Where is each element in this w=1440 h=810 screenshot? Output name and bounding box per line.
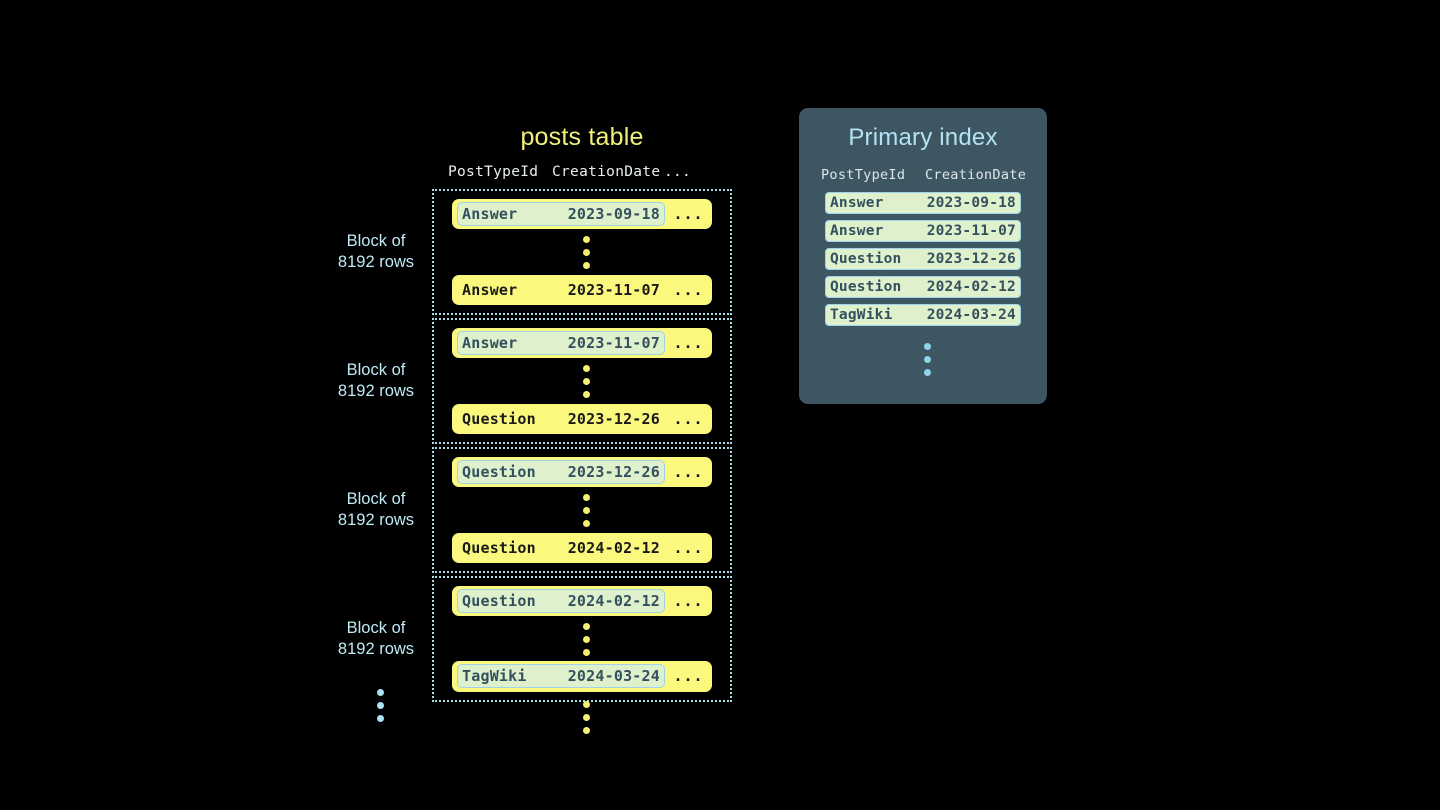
cell-creationdate: 2024-03-24 xyxy=(567,667,660,685)
vertical-ellipsis-dots-blue xyxy=(376,682,384,728)
posts-table-column-headers: PostTypeId CreationDate ... xyxy=(432,164,732,186)
vertical-ellipsis-dots xyxy=(442,616,730,662)
block-label-line-1: Block of xyxy=(346,232,406,250)
index-row: Answer 2023-09-18 xyxy=(825,192,1021,214)
column-header-posttypeid: PostTypeId xyxy=(448,164,539,180)
block-label-line-1: Block of xyxy=(346,619,406,637)
index-cell-posttypeid: TagWiki xyxy=(830,307,893,323)
trailing-row-container: TagWiki 2024-03-24... xyxy=(432,661,732,691)
posts-table-header-group: posts table PostTypeId CreationDate ... xyxy=(432,120,732,186)
index-cell-creationdate: 2024-02-12 xyxy=(926,279,1016,295)
primary-index-panel: Primary index PostTypeId CreationDate An… xyxy=(799,108,1047,404)
cell-posttypeid: TagWiki xyxy=(462,667,527,685)
posts-block: Question 2023-12-26... Question 2024-02-12.… xyxy=(432,447,732,573)
primary-index-continuation-dots xyxy=(799,336,1047,382)
row-key-cells: Answer 2023-11-07 xyxy=(457,278,665,302)
row-key-cells: TagWiki 2024-03-24 xyxy=(457,664,665,688)
block-label: Block of 8192 rows xyxy=(301,618,451,660)
row-key-cells: Question 2023-12-26 xyxy=(457,460,665,484)
index-row: Question 2024-02-12 xyxy=(825,276,1021,298)
table-row: Answer 2023-11-07... xyxy=(452,275,712,305)
cell-posttypeid: Answer xyxy=(462,281,518,299)
index-cell-posttypeid: Question xyxy=(830,279,902,295)
index-cell-creationdate: 2023-09-18 xyxy=(926,195,1016,211)
cell-creationdate: 2023-12-26 xyxy=(567,463,660,481)
posts-block: Answer 2023-11-07... Question 2023-12-26... xyxy=(432,318,732,444)
cell-creationdate: 2023-12-26 xyxy=(567,410,660,428)
cell-more-ellipsis: ... xyxy=(673,667,704,685)
cell-posttypeid: Question xyxy=(462,592,536,610)
block-label-line-2: 8192 rows xyxy=(337,253,415,271)
cell-more-ellipsis: ... xyxy=(673,410,704,428)
table-row: Question 2023-12-26... xyxy=(452,457,712,487)
index-cell-creationdate: 2023-12-26 xyxy=(926,251,1016,267)
table-row: Question 2024-02-12... xyxy=(452,586,712,616)
index-column-header-creationdate: CreationDate xyxy=(925,167,1027,183)
index-cell-creationdate: 2023-11-07 xyxy=(926,223,1016,239)
index-row: Answer 2023-11-07 xyxy=(825,220,1021,242)
row-key-cells: Answer 2023-09-18 xyxy=(457,202,665,226)
vertical-ellipsis-dots xyxy=(582,694,590,740)
block-label-line-1: Block of xyxy=(346,490,406,508)
row-key-cells: Answer 2023-11-07 xyxy=(457,331,665,355)
cell-more-ellipsis: ... xyxy=(673,205,704,223)
block-label-line-1: Block of xyxy=(346,361,406,379)
index-cell-posttypeid: Answer xyxy=(830,223,884,239)
table-row: Question 2024-02-12... xyxy=(452,533,712,563)
table-row: Answer 2023-11-07... xyxy=(452,328,712,358)
block-label-line-2: 8192 rows xyxy=(337,382,415,400)
vertical-ellipsis-dots xyxy=(442,229,730,275)
row-key-cells: Question 2024-02-12 xyxy=(457,589,665,613)
column-header-more: ... xyxy=(664,164,692,180)
cell-creationdate: 2024-02-12 xyxy=(567,592,660,610)
vertical-ellipsis-dots xyxy=(442,358,730,404)
vertical-ellipsis-dots xyxy=(442,487,730,533)
index-row: TagWiki 2024-03-24 xyxy=(825,304,1021,326)
cell-more-ellipsis: ... xyxy=(673,592,704,610)
table-row: Answer 2023-09-18... xyxy=(452,199,712,229)
index-row: Question 2023-12-26 xyxy=(825,248,1021,270)
cell-more-ellipsis: ... xyxy=(673,334,704,352)
blocks-continuation-dots xyxy=(301,682,451,728)
table-row: TagWiki 2024-03-24... xyxy=(452,661,712,691)
cell-posttypeid: Answer xyxy=(462,205,518,223)
cell-more-ellipsis: ... xyxy=(673,281,704,299)
index-cell-creationdate: 2024-03-24 xyxy=(926,307,1016,323)
cell-creationdate: 2023-11-07 xyxy=(567,334,660,352)
column-header-creationdate: CreationDate xyxy=(552,164,661,180)
cell-posttypeid: Question xyxy=(462,539,536,557)
index-cell-posttypeid: Answer xyxy=(830,195,884,211)
cell-posttypeid: Question xyxy=(462,463,536,481)
primary-index-column-headers: PostTypeId CreationDate xyxy=(799,167,1047,183)
row-key-cells: Question 2023-12-26 xyxy=(457,407,665,431)
primary-index-title: Primary index xyxy=(848,124,998,151)
block-label-line-2: 8192 rows xyxy=(337,640,415,658)
cell-posttypeid: Question xyxy=(462,410,536,428)
block-label: Block of 8192 rows xyxy=(301,489,451,531)
posts-table-continuation-dots xyxy=(432,694,732,740)
block-label-line-2: 8192 rows xyxy=(337,511,415,529)
posts-table-title: posts table xyxy=(520,123,644,151)
cell-creationdate: 2023-11-07 xyxy=(567,281,660,299)
cell-creationdate: 2024-02-12 xyxy=(567,539,660,557)
cell-posttypeid: Answer xyxy=(462,334,518,352)
cell-more-ellipsis: ... xyxy=(673,539,704,557)
index-cell-posttypeid: Question xyxy=(830,251,902,267)
row-key-cells: Question 2024-02-12 xyxy=(457,536,665,560)
cell-more-ellipsis: ... xyxy=(673,463,704,481)
posts-block: Answer 2023-09-18... Answer 2023-11-07... xyxy=(432,189,732,315)
block-label: Block of 8192 rows xyxy=(301,360,451,402)
vertical-ellipsis-dots-blue xyxy=(923,336,931,382)
index-column-header-posttypeid: PostTypeId xyxy=(821,167,906,183)
block-label: Block of 8192 rows xyxy=(301,231,451,273)
cell-creationdate: 2023-09-18 xyxy=(567,205,660,223)
table-row: Question 2023-12-26... xyxy=(452,404,712,434)
